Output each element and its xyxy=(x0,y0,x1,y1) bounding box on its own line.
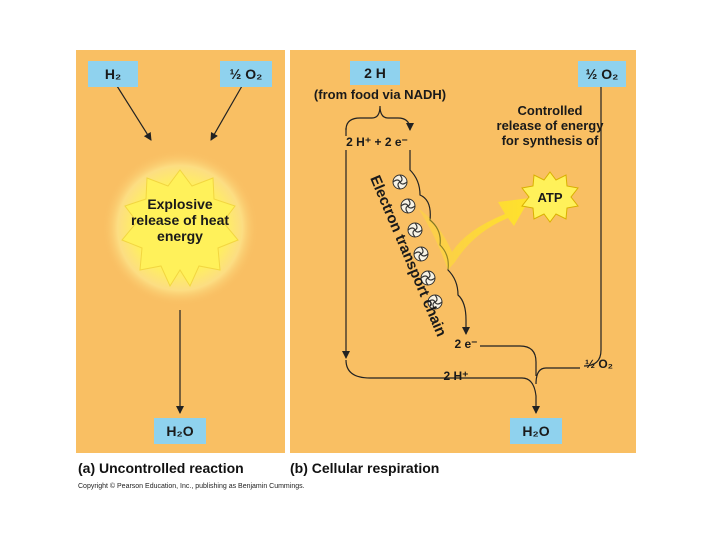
etc-carriers xyxy=(392,174,443,310)
atp-burst xyxy=(521,171,579,223)
etc-label: Electron transport chain xyxy=(366,173,449,339)
caption-a: (a) Uncontrolled reaction xyxy=(78,460,244,476)
hplus-curve-to-water xyxy=(345,359,540,414)
half-o2-top-box: ½ O₂ xyxy=(578,61,626,87)
o2-top-down-arrow xyxy=(583,86,602,367)
split-label: 2 H⁺ + 2 e⁻ xyxy=(322,135,432,150)
h2-label: H₂ xyxy=(104,66,122,82)
copyright: Copyright © Pearson Education, Inc., pub… xyxy=(78,483,305,490)
etc-carrier xyxy=(407,222,423,238)
caption-b: (b) Cellular respiration xyxy=(290,460,440,476)
etc-carrier xyxy=(392,174,408,190)
explosion-burst xyxy=(121,169,239,288)
electron-to-water xyxy=(480,345,537,376)
half-o2-top-label: ½ O₂ xyxy=(585,66,619,82)
two-e-label: 2 e⁻ xyxy=(454,337,478,351)
two-hplus-label: 2 H⁺ xyxy=(443,369,469,383)
two-h-box: 2 H xyxy=(350,61,400,85)
etc-carrier xyxy=(420,270,436,286)
from-food-label: (from food via NADH) xyxy=(313,87,447,102)
atp-label: ATP xyxy=(537,190,562,205)
two-h-label: 2 H xyxy=(364,65,386,81)
h2o-box-a: H₂O xyxy=(154,418,206,444)
split-bracket xyxy=(345,105,414,131)
etc-carrier xyxy=(413,246,429,262)
etc-carrier xyxy=(400,198,416,214)
h2-box: H₂ xyxy=(88,61,138,87)
h2o-label-a: H₂O xyxy=(166,423,194,439)
panel-cellular-respiration xyxy=(290,50,636,453)
h2o-box-b: H₂O xyxy=(510,418,562,444)
half-o2-bottom-label: ½ O₂ xyxy=(584,357,613,371)
explosion-text: Explosive release of heat energy xyxy=(130,196,230,245)
arrow-o2-to-explosion xyxy=(210,85,243,141)
h2o-label-b: H₂O xyxy=(522,423,550,439)
energy-fan-arrow xyxy=(418,198,530,270)
controlled-release-text: Controlled release of energy for synthes… xyxy=(496,103,604,148)
arrow-h2-to-explosion xyxy=(116,85,152,141)
o2-bottom-to-water xyxy=(535,367,580,385)
half-o2-label: ½ O₂ xyxy=(229,66,263,82)
half-o2-box: ½ O₂ xyxy=(220,61,272,87)
etc-carrier xyxy=(427,294,443,310)
